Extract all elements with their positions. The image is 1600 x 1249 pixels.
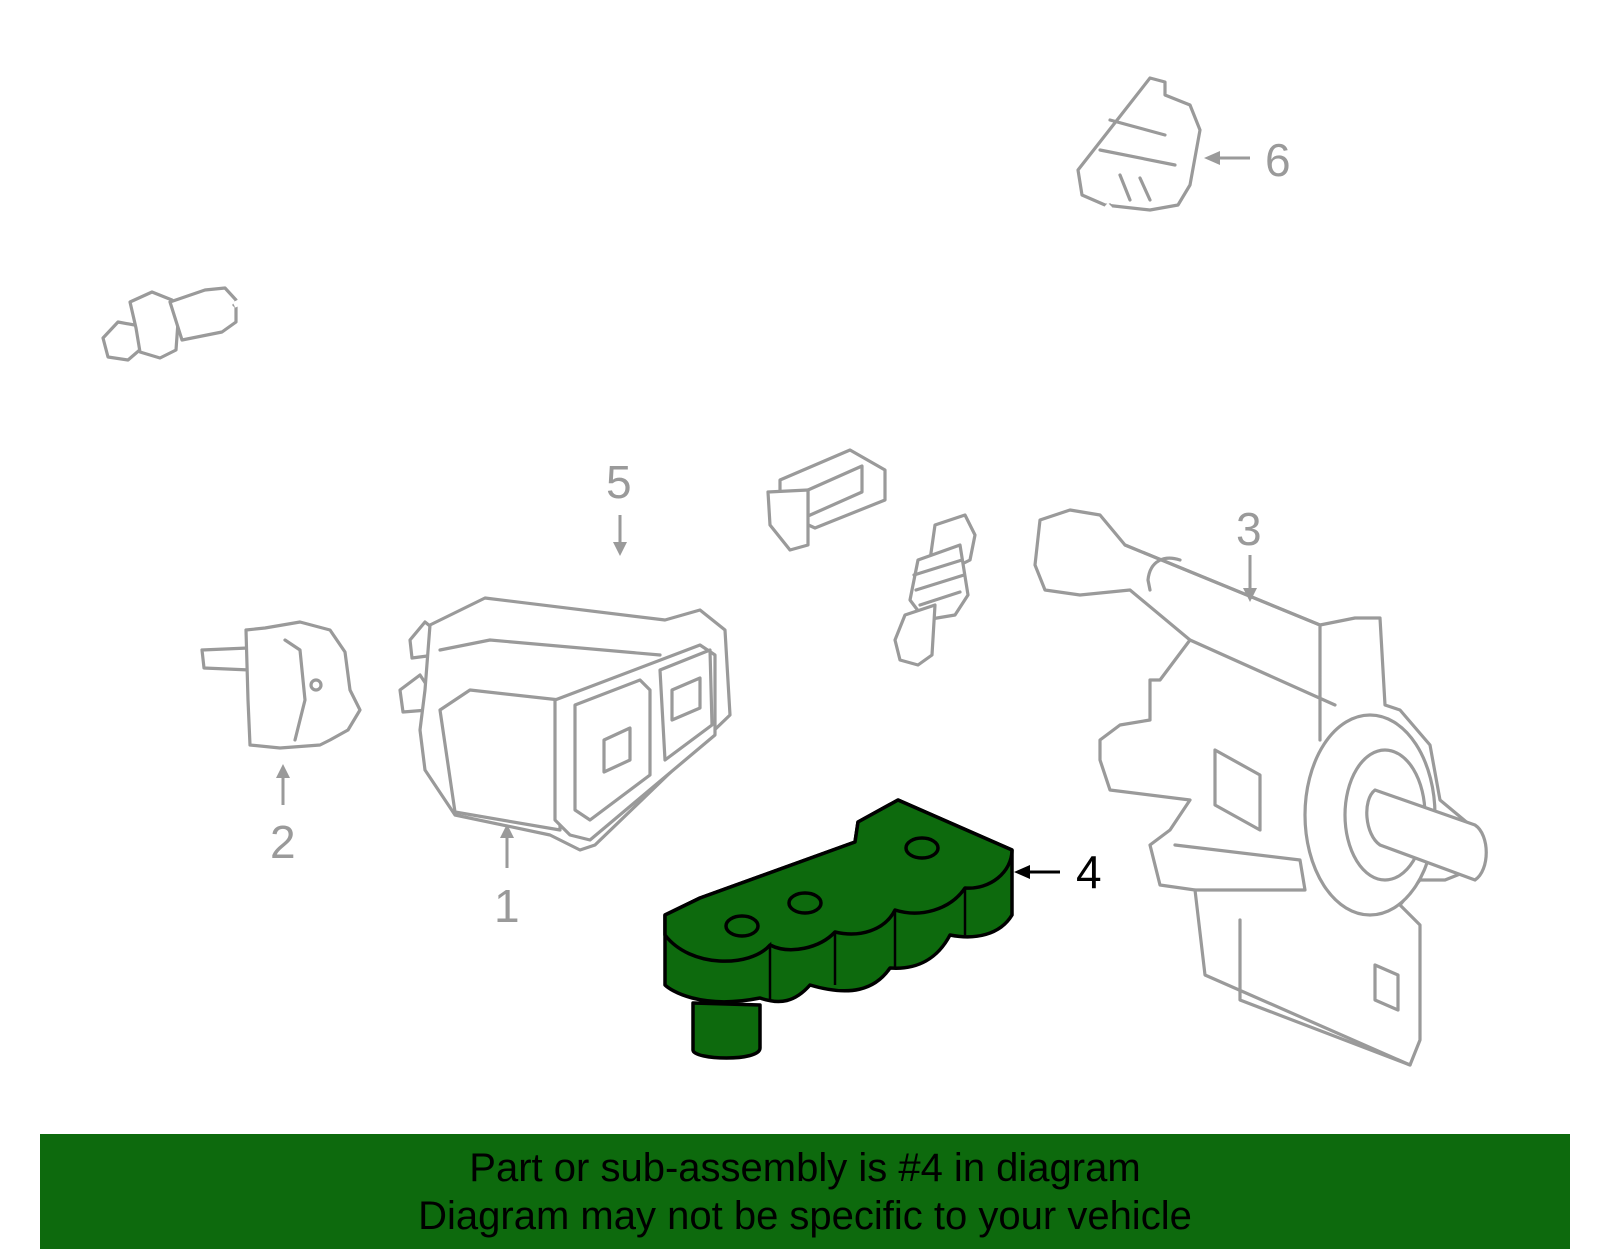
callout-1: 1 xyxy=(494,880,520,932)
callout-3: 3 xyxy=(1236,503,1262,555)
callout-2: 2 xyxy=(270,816,296,868)
part-6-oxygen-sensor[interactable] xyxy=(893,76,1202,667)
info-banner: Part or sub-assembly is #4 in diagram Di… xyxy=(40,1134,1570,1249)
part-4-highlighted-sensor[interactable] xyxy=(663,798,1014,1060)
part-1-canister[interactable] xyxy=(398,596,732,852)
callout-4: 4 xyxy=(1076,846,1102,898)
part-2-sensor[interactable] xyxy=(200,620,362,750)
callout-6: 6 xyxy=(1265,134,1291,186)
part-3-assembly[interactable] xyxy=(1033,508,1488,1067)
banner-line-2: Diagram may not be specific to your vehi… xyxy=(418,1194,1192,1238)
banner-line-1: Part or sub-assembly is #4 in diagram xyxy=(469,1146,1141,1190)
part-5-oxygen-sensor[interactable] xyxy=(101,281,887,556)
callout-5: 5 xyxy=(606,456,632,508)
